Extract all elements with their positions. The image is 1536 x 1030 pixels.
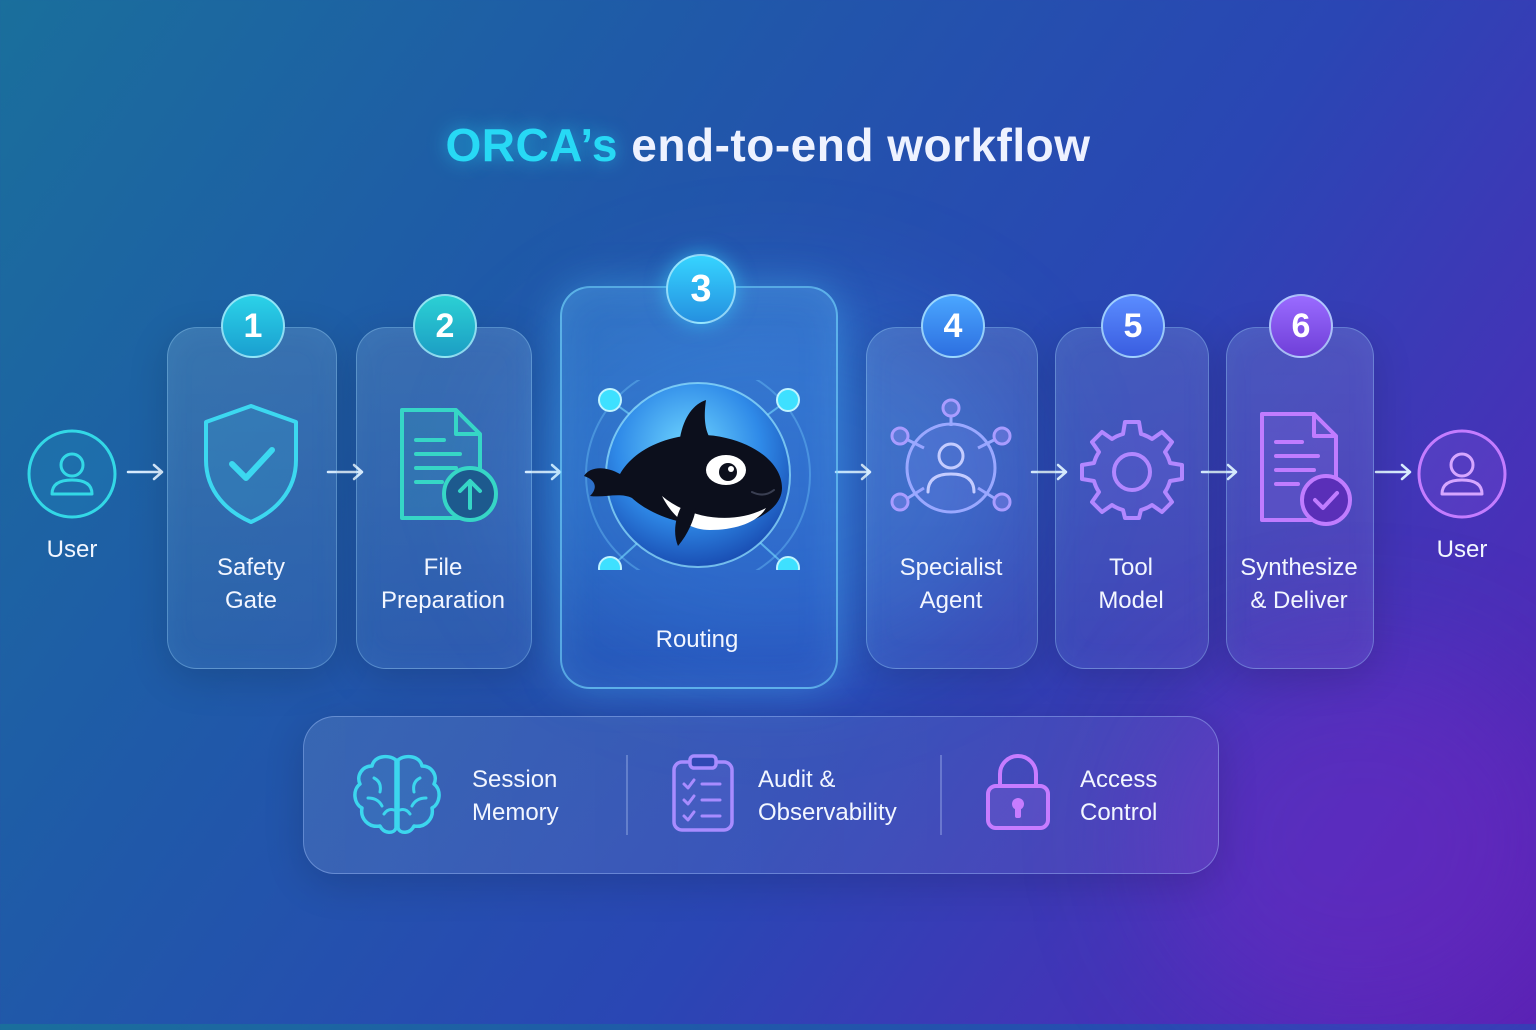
step-label-file-preparation: File Preparation — [356, 551, 530, 617]
step-badge-1: 1 — [221, 294, 285, 358]
clipboard-checklist-icon — [672, 754, 734, 832]
support-panel — [303, 716, 1219, 874]
title-brand: ORCA’s — [445, 119, 619, 171]
user-end-label: User — [1436, 536, 1488, 563]
support-divider — [940, 755, 942, 835]
step-label-line1: Safety — [216, 554, 286, 581]
arrow-safety-to-file — [326, 463, 364, 481]
agent-network-icon — [890, 398, 1012, 514]
shield-check-icon — [204, 404, 298, 524]
document-check-icon — [1260, 412, 1352, 526]
padlock-icon — [986, 754, 1050, 830]
step-label-line1: Routing — [655, 626, 739, 653]
arrow-tool-to-synthesize — [1200, 463, 1238, 481]
user-start-icon — [27, 429, 117, 519]
support-label-line2: Observability — [758, 799, 897, 826]
support-label-access-control: Access Control — [1080, 763, 1157, 829]
step-label-line2: & Deliver — [1250, 587, 1348, 614]
support-label-line1: Audit & — [758, 766, 836, 793]
orca-mascot-icon — [584, 380, 811, 570]
user-start-label: User — [46, 536, 98, 563]
support-label-line2: Control — [1080, 799, 1158, 826]
step-label-line1: File — [423, 554, 463, 581]
gear-icon — [1080, 420, 1184, 520]
support-label-line1: Access — [1080, 766, 1158, 793]
step-label-routing: Routing — [560, 623, 834, 656]
step-label-safety-gate: Safety Gate — [167, 551, 335, 617]
step-label-line1: Specialist — [899, 554, 1003, 581]
step-badge-2: 2 — [413, 294, 477, 358]
arrow-routing-to-agent — [834, 463, 872, 481]
title-rest: end-to-end workflow — [631, 119, 1091, 171]
support-label-line2: Memory — [472, 799, 559, 826]
step-badge-3: 3 — [666, 254, 736, 324]
arrow-synthesize-to-user — [1374, 463, 1412, 481]
step-label-line2: Preparation — [380, 587, 506, 614]
arrow-agent-to-tool — [1030, 463, 1068, 481]
brain-icon — [353, 754, 441, 834]
step-badge-4: 4 — [921, 294, 985, 358]
step-label-line1: Synthesize — [1240, 554, 1358, 581]
step-label-line2: Gate — [224, 587, 278, 614]
step-badge-5: 5 — [1101, 294, 1165, 358]
support-divider — [626, 755, 628, 835]
user-end-icon — [1417, 429, 1507, 519]
step-label-synthesize-deliver: Synthesize & Deliver — [1216, 551, 1382, 617]
step-card-tool-model — [1055, 327, 1209, 669]
file-upload-icon — [400, 408, 498, 522]
page-title: ORCA’s end-to-end workflow — [0, 118, 1536, 172]
step-label-tool-model: Tool Model — [1055, 551, 1207, 617]
step-label-line2: Model — [1098, 587, 1164, 614]
support-label-session-memory: Session Memory — [472, 763, 559, 829]
step-card-safety-gate — [167, 327, 337, 669]
step-label-line2: Agent — [919, 587, 983, 614]
support-label-audit-observability: Audit & Observability — [758, 763, 897, 829]
support-label-line1: Session — [472, 766, 558, 793]
step-badge-6: 6 — [1269, 294, 1333, 358]
arrow-user-to-safety — [126, 463, 164, 481]
step-label-line1: Tool — [1108, 554, 1154, 581]
step-label-specialist-agent: Specialist Agent — [866, 551, 1036, 617]
